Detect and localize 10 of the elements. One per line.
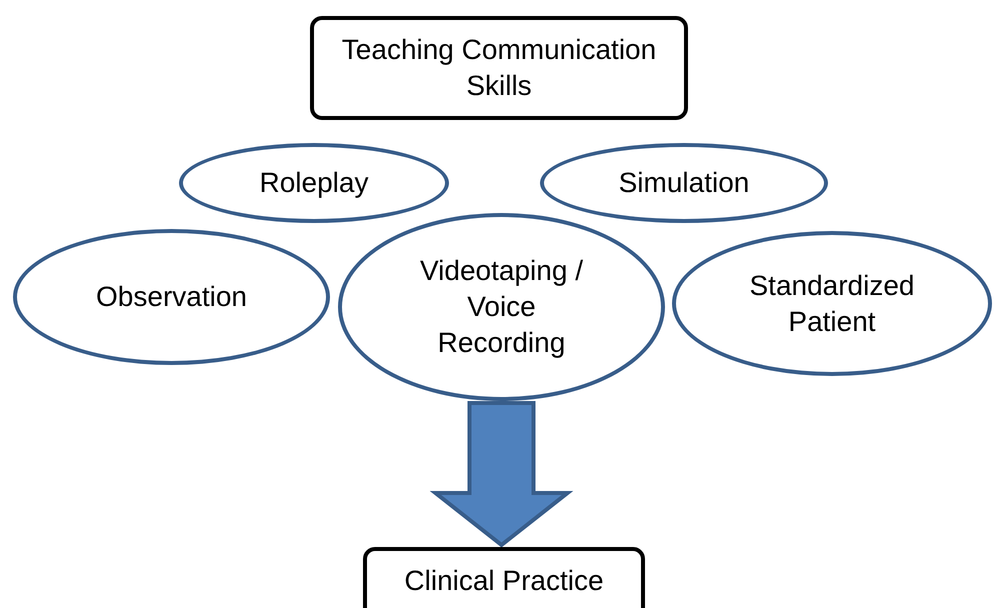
node-label: Teaching Communication Skills bbox=[340, 33, 658, 103]
node-label: Observation bbox=[96, 280, 247, 314]
node-label: Standardized Patient bbox=[748, 268, 916, 338]
title-box bbox=[310, 16, 688, 120]
node-label: Roleplay bbox=[260, 166, 368, 200]
node-label: Simulation bbox=[618, 166, 750, 200]
block-arrow bbox=[430, 401, 574, 548]
node-label: Videotaping / Voice Recording bbox=[419, 254, 584, 360]
node-label: Clinical Practice bbox=[404, 564, 604, 598]
outcome-box bbox=[363, 547, 645, 608]
